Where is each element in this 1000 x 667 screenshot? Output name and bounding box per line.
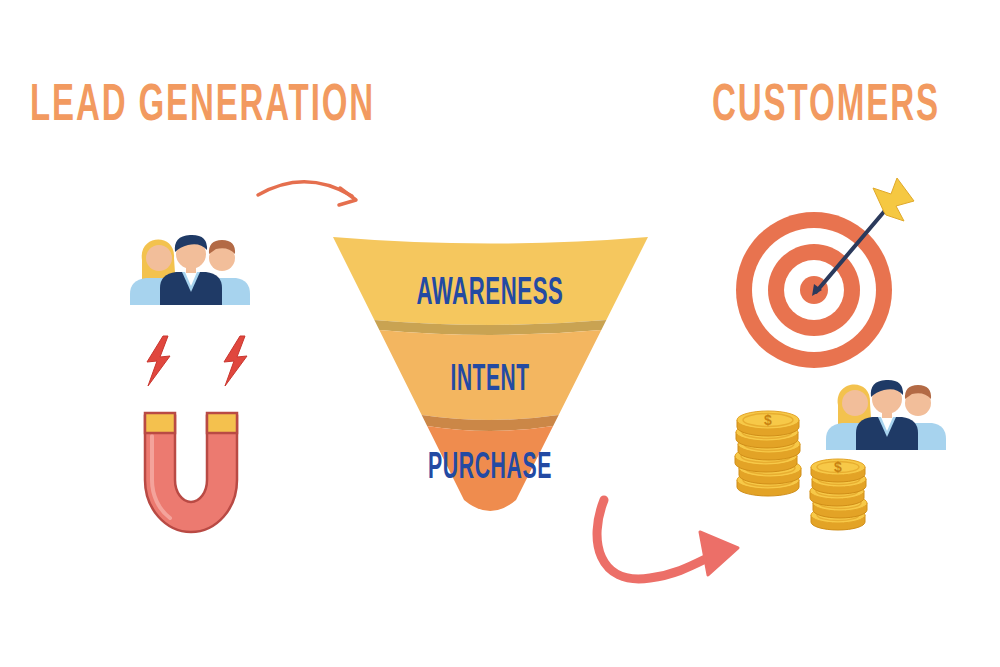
magnet-icon — [145, 413, 237, 532]
funnel-band: AWARENESS — [320, 228, 660, 320]
people-icon — [826, 380, 946, 450]
coin-symbol: $ — [764, 413, 772, 427]
coin-symbol: $ — [834, 460, 842, 474]
funnel-band-fill — [379, 330, 601, 420]
section-heading-box: CUSTOMERS — [712, 76, 950, 129]
coin-stack — [810, 459, 867, 530]
coin-symbol-box: $ — [748, 413, 788, 428]
section-heading: LEAD GENERATION — [30, 76, 375, 128]
funnel-band: INTENT — [320, 318, 660, 417]
funnel-band: PURCHASE — [380, 413, 600, 523]
curved-arrow — [258, 182, 356, 205]
coin-symbol-box: $ — [818, 460, 858, 475]
section-heading-box: LEAD GENERATION — [30, 76, 385, 129]
curved-arrow — [597, 500, 738, 579]
funnel-band-fill — [333, 237, 648, 325]
people-icon — [130, 235, 250, 305]
section-heading: CUSTOMERS — [712, 76, 940, 128]
stage-label: INTENT — [451, 360, 530, 396]
stage-label: AWARENESS — [416, 272, 563, 310]
target-icon — [736, 178, 914, 368]
stage-label: PURCHASE — [428, 448, 552, 484]
lightning-symbol — [147, 336, 247, 386]
coin-stack — [735, 411, 801, 496]
funnel-band-fill — [427, 426, 553, 511]
